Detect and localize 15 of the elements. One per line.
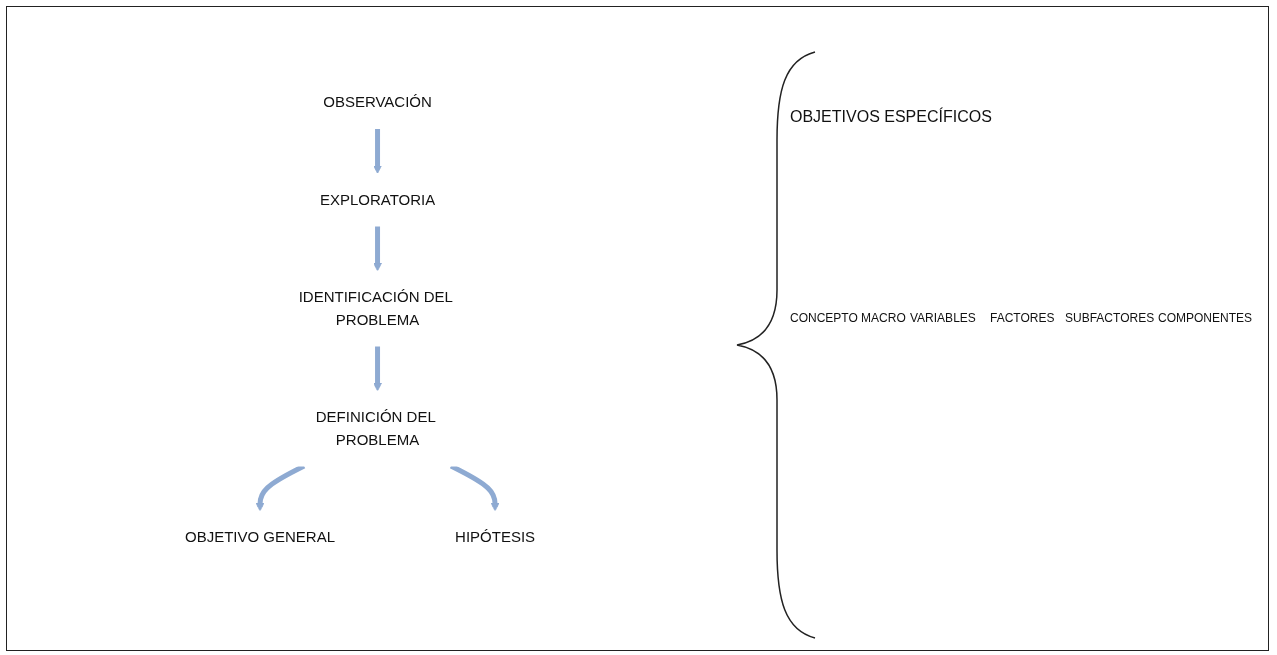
text-label: VARIABLES [910,311,976,325]
arrow [373,128,382,175]
node-text: HIPÓTESIS [455,528,536,546]
node-text: DEFINICIÓN DEL PROBLEMA [315,408,436,448]
arrow [373,226,382,272]
text-label: CONCEPTO MACRO [790,311,906,325]
text-label: OBJETIVOS ESPECÍFICOS [790,108,992,126]
text-label: FACTORES [990,311,1055,325]
node-text: OBSERVACIÓN [323,93,432,111]
text-label: SUBFACTORES [1065,311,1155,325]
text-label: COMPONENTES [1158,311,1252,325]
node-text: OBJETIVO GENERAL [184,528,335,546]
arrow [373,346,382,392]
node-text: IDENTIFICACIÓN DEL PROBLEMA [298,288,453,328]
node-text: EXPLORATORIA [319,190,436,208]
